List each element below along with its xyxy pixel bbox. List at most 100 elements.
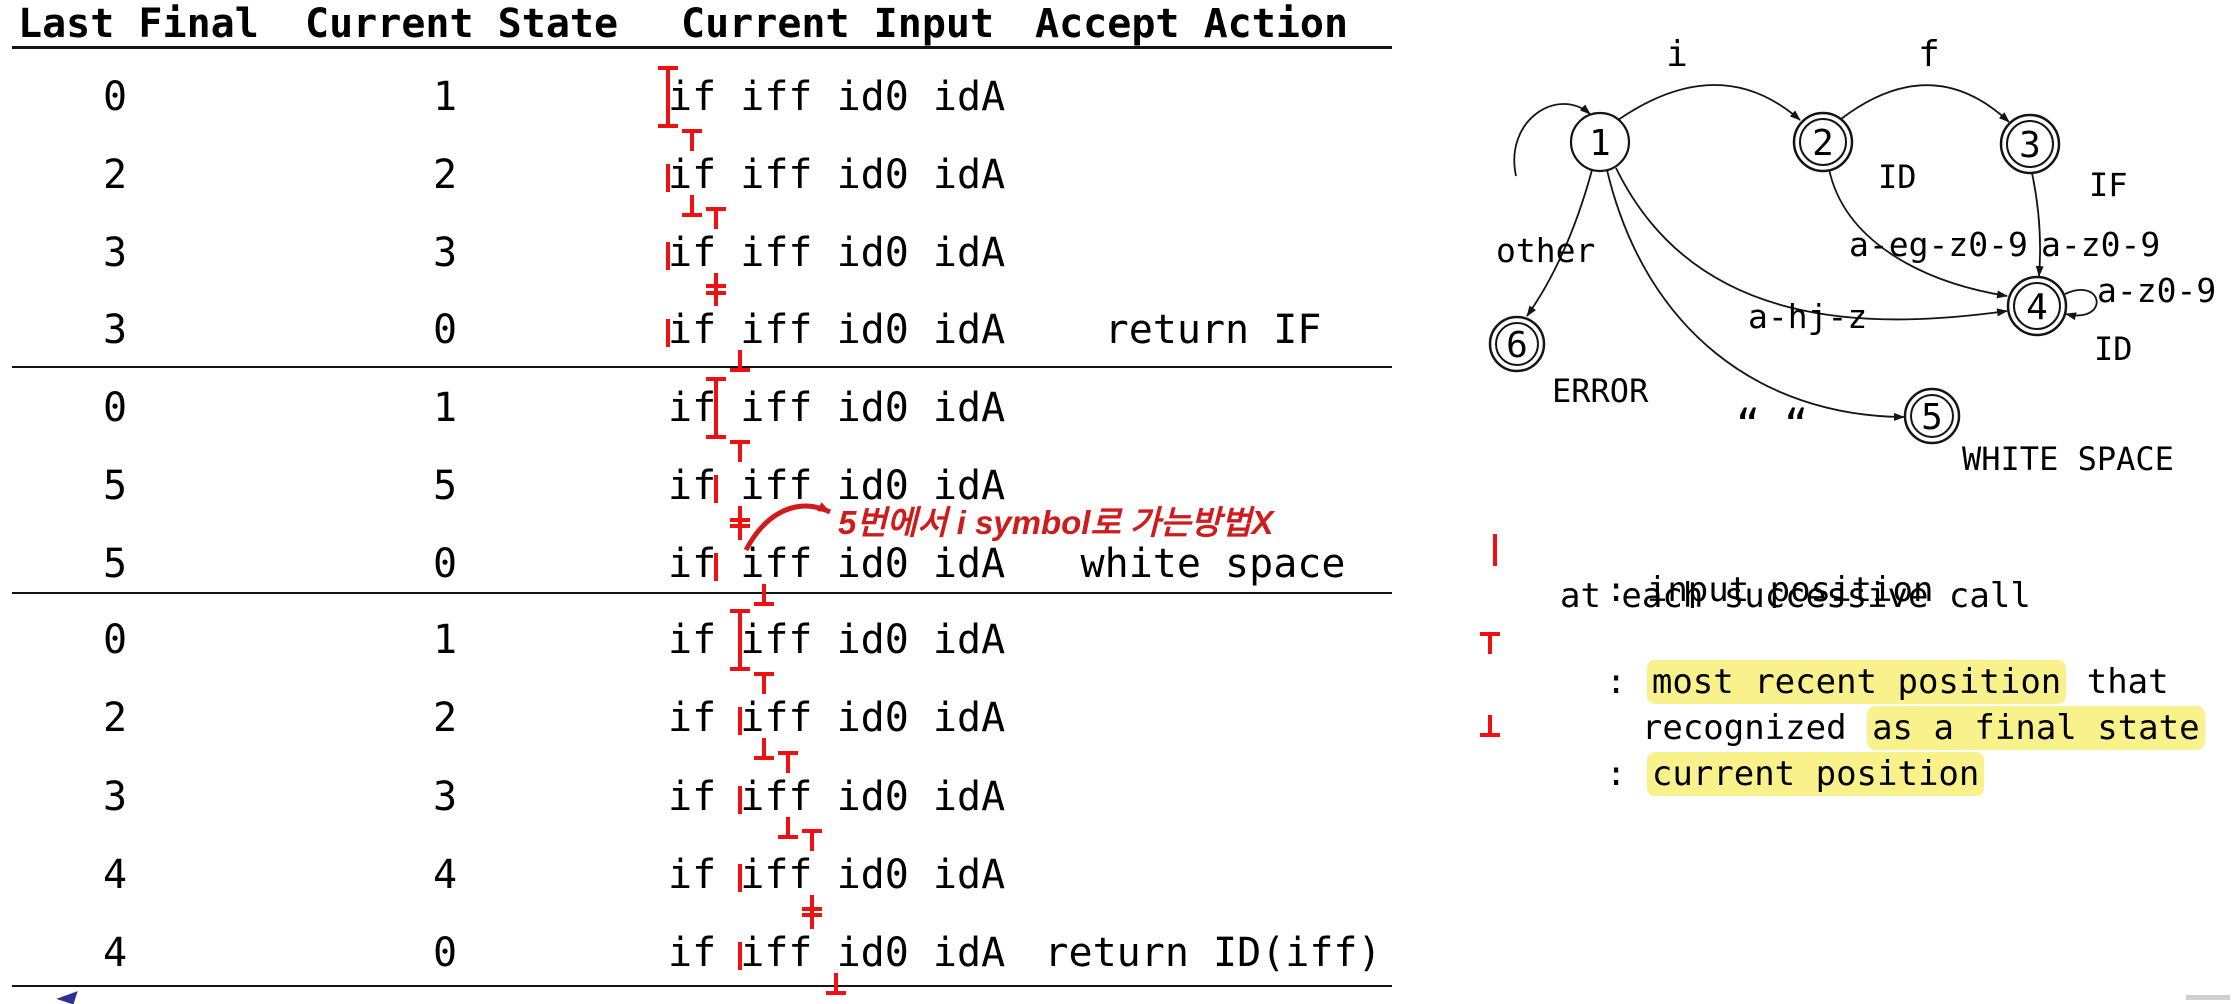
accept-action-value <box>1030 369 1396 447</box>
state-1-label: 1 <box>1589 123 1611 164</box>
group-rule-2 <box>12 592 1392 594</box>
edge-label-other: other <box>1496 231 1595 270</box>
current-position-mark <box>730 350 751 372</box>
bottom-rule <box>12 985 1392 987</box>
input-position-bar-mark <box>714 475 719 503</box>
current-state-value: 3 <box>432 230 458 276</box>
current-input-value: if iff id0 idA <box>668 695 1006 741</box>
edge-4-self-loop <box>2064 289 2098 321</box>
last-final-value: 3 <box>102 307 128 353</box>
edge-label-a-hj-z: a-hj-z <box>1748 297 1867 336</box>
annotation-arrow <box>743 502 832 552</box>
current-input-value: if iff id0 idA <box>668 152 1006 198</box>
current-state-value: 0 <box>432 930 458 976</box>
legend: : input position at each successive call… <box>1440 510 2205 796</box>
edge-label-quotes: “ “ <box>1736 402 1808 448</box>
legend-line-4: recognized as a final state <box>1560 668 2205 750</box>
state-2-inner <box>1799 118 1847 166</box>
current-state-value: 2 <box>432 152 458 198</box>
current-position-mark <box>778 817 799 839</box>
current-state-value: 1 <box>432 74 458 120</box>
state-5-inner <box>1910 394 1954 438</box>
header-rule <box>12 46 1392 49</box>
last-final-value: 3 <box>102 230 128 276</box>
last-final-position-mark <box>682 129 703 151</box>
current-input-value: if iff id0 idA <box>668 230 1006 276</box>
edge-2-4 <box>1828 168 2008 299</box>
accept-action-value <box>1030 758 1396 836</box>
current-input-value: if iff id0 idA <box>668 541 1006 587</box>
corner-ui-sliver <box>2186 995 2230 1000</box>
dfa-diagram: 1 2 3 4 5 6 ID IF ID WHITE SPACE ERROR i… <box>1488 34 2216 478</box>
state-2-label: 2 <box>1812 123 1834 164</box>
state-3-inner <box>2006 120 2054 168</box>
edge-2-3 <box>1840 84 2010 123</box>
input-position-bar-mark <box>738 707 743 735</box>
edge-label-f: f <box>1918 34 1940 75</box>
legend-line-2: at each successive call <box>1560 576 2031 616</box>
input-position-bar-mark <box>666 242 670 270</box>
current-input-value: if iff id0 idA <box>668 385 1006 431</box>
current-input-value: if iff id0 idA <box>668 930 1006 976</box>
input-position-bar-mark <box>738 786 743 814</box>
state-5-caption: WHITE SPACE <box>1962 440 2174 478</box>
state-5-label: 5 <box>1921 397 1943 438</box>
input-position-bar-mark <box>666 164 670 192</box>
legend-line-1: : input position <box>1605 570 1934 610</box>
state-4-inner <box>2013 282 2061 330</box>
column-header-current-input: Current Input <box>681 1 995 47</box>
current-state-value: 3 <box>432 774 458 820</box>
table-row: 0 1 if iff id0 idA <box>0 601 1420 679</box>
edge-1-6 <box>1526 169 1593 317</box>
last-final-value: 2 <box>102 695 128 741</box>
legend-line-3: : most recent position that <box>1605 660 2169 704</box>
state-3-label: 3 <box>2019 125 2041 166</box>
current-state-value: 4 <box>432 852 458 898</box>
current-input-value: if iff id0 idA <box>668 74 1006 120</box>
last-final-value: 0 <box>102 74 128 120</box>
legend-line-5: : current position <box>1524 714 1985 796</box>
current-state-value: 1 <box>432 617 458 663</box>
edge-label-a-z0-9: a-z0-9 <box>2041 225 2160 264</box>
last-final-position-mark <box>802 829 823 851</box>
current-input-value: if iff id0 idA <box>668 463 1006 509</box>
state-4-caption: ID <box>2094 330 2133 368</box>
start-arrow <box>1513 103 1591 177</box>
current-position-mark <box>826 973 847 995</box>
last-final-value: 0 <box>102 617 128 663</box>
last-final-position-mark <box>802 907 823 929</box>
recent-position-tee-icon <box>1480 632 1500 654</box>
last-final-value: 4 <box>102 930 128 976</box>
column-header-accept-action: Accept Action <box>1035 1 1349 47</box>
state-1-circle <box>1569 111 1631 173</box>
table-row: 0 1 if iff id0 idA <box>0 369 1420 447</box>
column-header-last-final: Last Final <box>18 1 259 47</box>
current-state-value: 0 <box>432 541 458 587</box>
column-header-current-state: Current State <box>305 1 619 47</box>
current-input-value: if iff id0 idA <box>668 617 1006 663</box>
current-input-value: if iff id0 idA <box>668 852 1006 898</box>
current-state-value: 1 <box>432 385 458 431</box>
state-2-caption: ID <box>1878 158 1917 196</box>
current-position-mark <box>754 584 775 606</box>
edge-1-5 <box>1606 169 1905 421</box>
edge-label-a-eg-z0-9: a-eg-z0-9 <box>1849 225 2028 264</box>
accept-action-value <box>1030 836 1396 914</box>
current-input-value: if iff id0 idA <box>668 307 1006 353</box>
current-input-value: if iff id0 idA <box>668 774 1006 820</box>
table-row: 2 2 if iff id0 idA <box>0 672 1420 760</box>
state-3-caption: IF <box>2089 166 2128 204</box>
last-final-value: 2 <box>102 152 128 198</box>
accept-action-value <box>1030 214 1396 292</box>
current-state-value: 2 <box>432 695 458 741</box>
current-position-tee-icon <box>1480 715 1500 737</box>
state-6-inner <box>1495 322 1539 366</box>
state-4-label: 4 <box>2026 287 2048 328</box>
edge-1-4 <box>1615 167 2008 321</box>
accept-action-value <box>1030 58 1396 136</box>
last-final-value: 0 <box>102 385 128 431</box>
accept-action-value <box>1030 136 1396 214</box>
